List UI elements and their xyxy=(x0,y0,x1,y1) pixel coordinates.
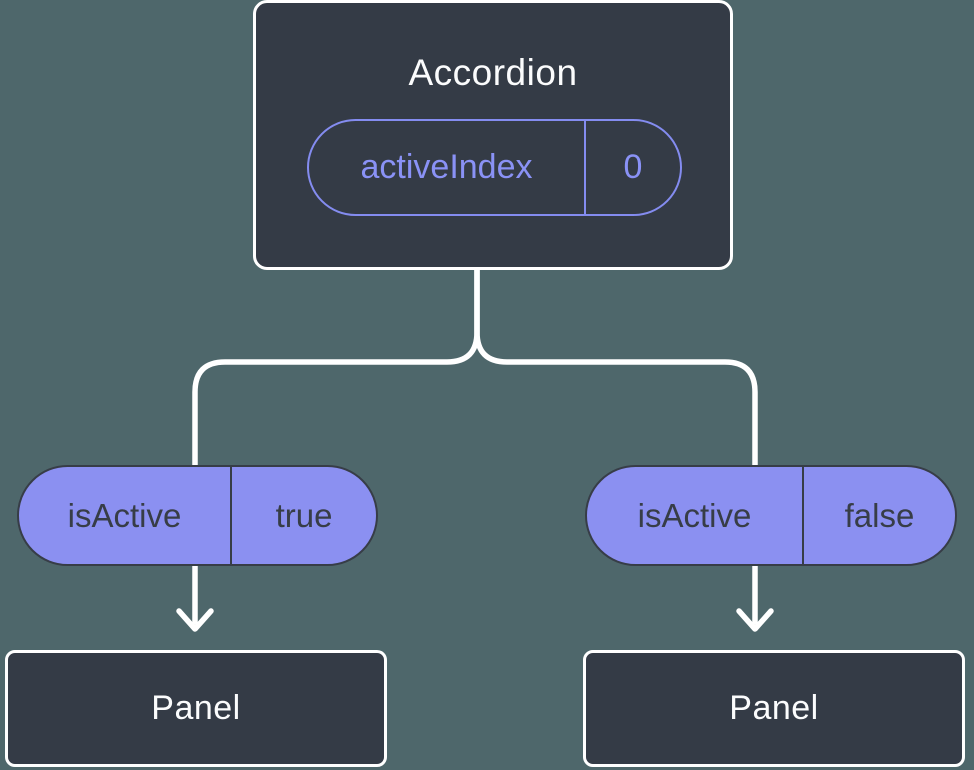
prop-pill-isactive-false: isActive false xyxy=(585,465,957,566)
arrow-down-right-icon xyxy=(736,608,774,632)
connector-right-branch xyxy=(474,257,758,625)
arrow-down-left-icon xyxy=(176,608,214,632)
connector-left-branch xyxy=(192,257,480,625)
prop-pill-label: isActive xyxy=(19,467,232,564)
prop-pill-value: true xyxy=(275,496,333,534)
accordion-node-title: Accordion xyxy=(408,52,578,93)
state-pill: activeIndex 0 xyxy=(307,119,682,216)
prop-pill-isactive-true: isActive true xyxy=(17,465,378,566)
prop-pill-value: false xyxy=(844,496,915,534)
state-pill-label: activeIndex xyxy=(309,121,586,214)
accordion-node: Accordion activeIndex 0 xyxy=(253,0,733,270)
prop-pill-label: isActive xyxy=(587,467,804,564)
state-pill-value: 0 xyxy=(623,148,643,186)
panel-node-right: Panel xyxy=(583,650,965,767)
panel-node-left: Panel xyxy=(5,650,387,767)
